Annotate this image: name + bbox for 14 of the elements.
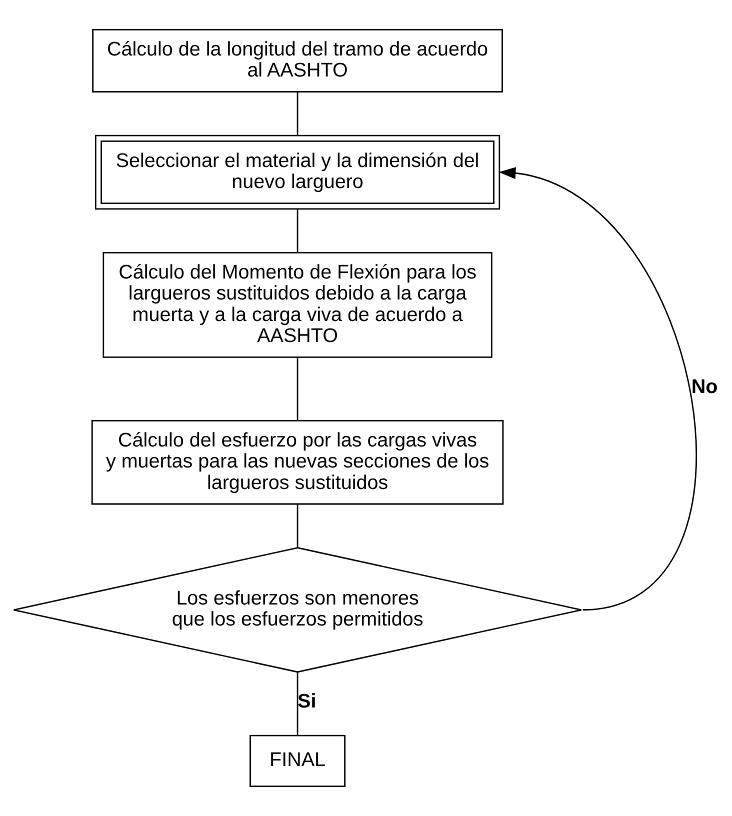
node-box: Cálculo del Momento de Flexión para los largueros sustituidos debido a la carga muerta y a la carga viva de acuerdo a AASHTO [102,252,492,358]
connector [296,209,298,252]
node-box: Cálculo del esfuerzo por las cargas vivas y muertas para las nuevas secciones de los largueros sustituidos [91,420,504,505]
arrow [498,167,698,611]
node-box: Cálculo de la longitud del tramo de acuerdo al AASHTO [92,28,503,92]
edge-label: Si [298,690,316,713]
connector [296,672,298,736]
connector [296,357,298,420]
connector [296,92,298,136]
connector [296,504,298,548]
edge-label: No [691,376,718,398]
node-box: FINAL [250,734,346,788]
node-diamond: Los esfuerzos son menores que los esfuerzos permitidos [13,547,582,673]
node-box: Seleccionar el material y la dimensión del nuevo larguero [94,134,500,210]
